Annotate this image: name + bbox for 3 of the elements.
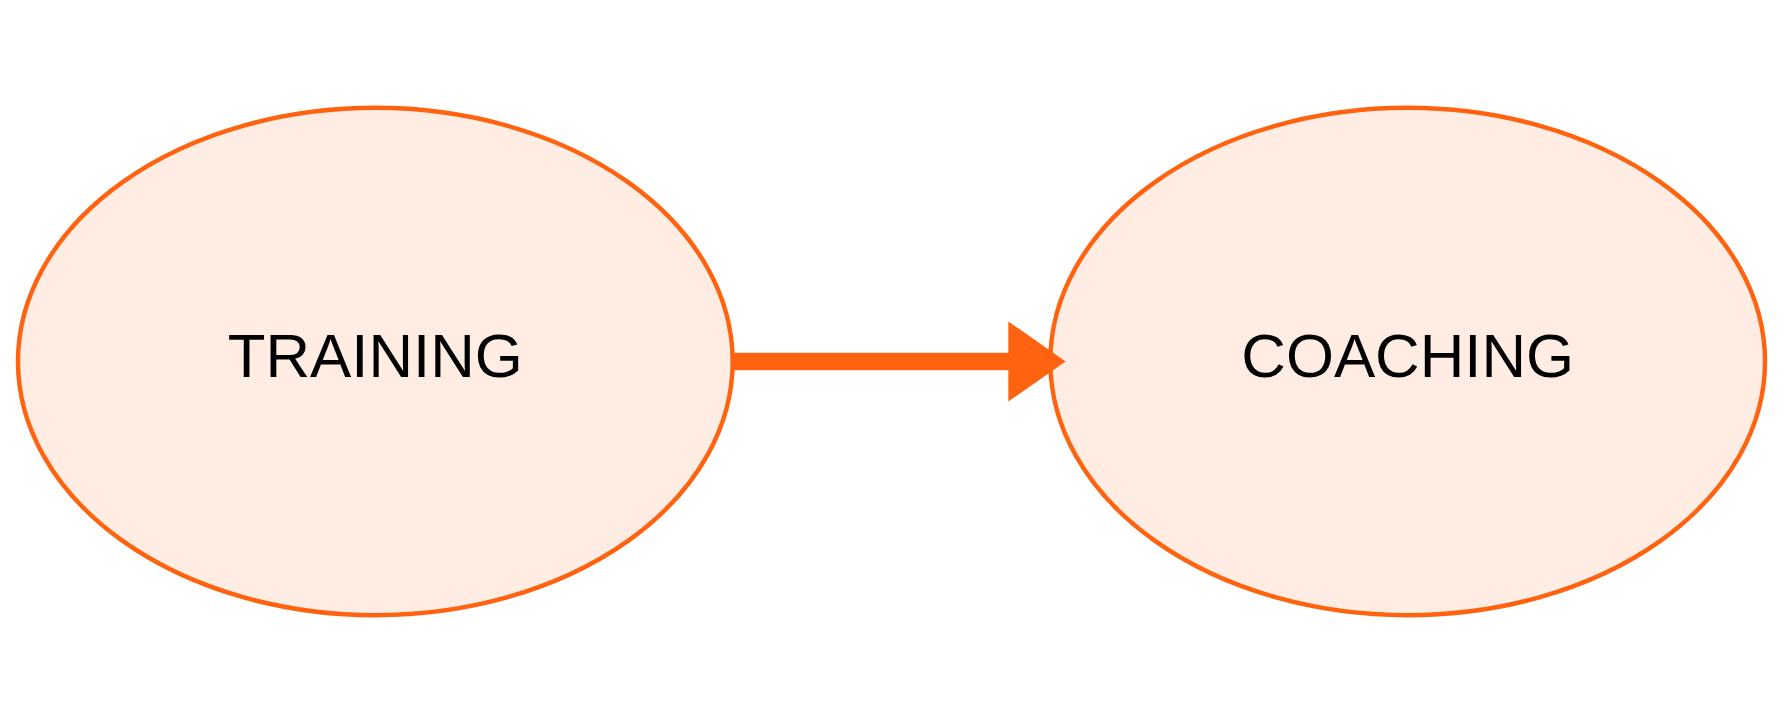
arrow <box>732 321 1066 402</box>
node-ellipse: COACHING <box>1048 105 1768 618</box>
node-ellipse: TRAINING <box>15 105 735 618</box>
